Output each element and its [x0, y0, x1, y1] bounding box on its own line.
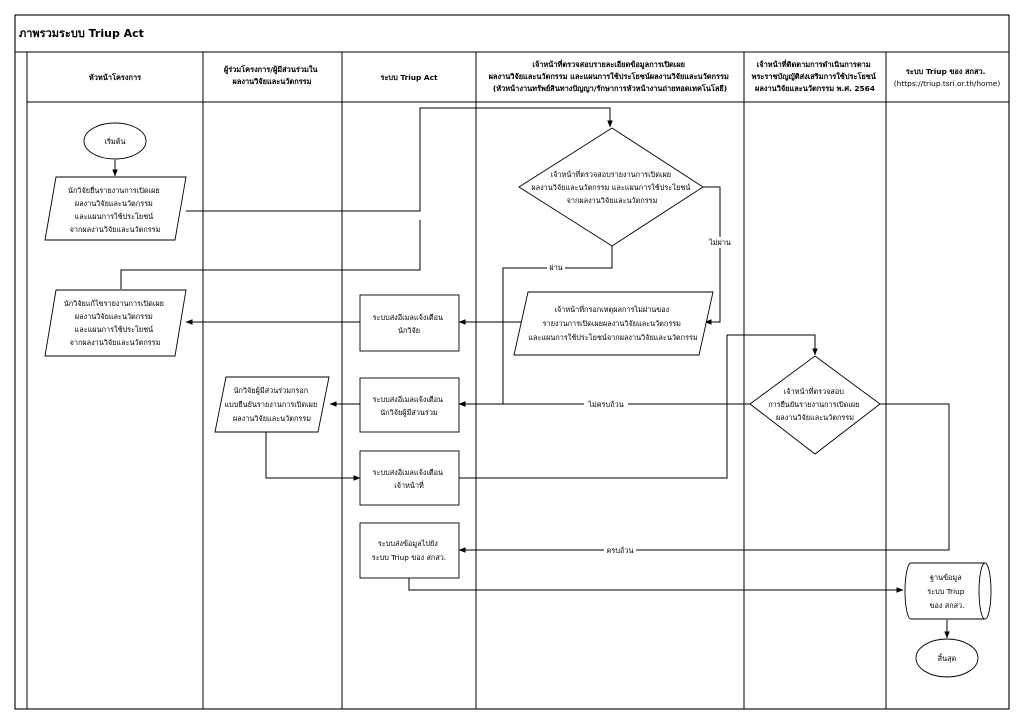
email-participant-node: ระบบส่งอีเมลแจ้งเตือน นักวิจัยผู้มีส่วนร…	[359, 377, 460, 433]
label-bg-not-pass	[706, 237, 734, 248]
diagram-title: ภาพรวมระบบ Triup Act	[19, 27, 144, 40]
svg-text:ระบบส่งข้อมูลไปยัง ระบบ: ระบบส่งข้อมูลไปยัง ระบบ Triup ของ สกสว.	[372, 539, 446, 562]
lane-header-project-leader: หัวหน้าโครงการ	[89, 72, 141, 82]
label-bg-complete	[604, 545, 636, 556]
lane-header-disclosure-officer: เจ้าหน้าที่ตรวจสอบรายละเอียดข้อมูลการเปิ…	[489, 58, 732, 93]
lane-header-tsri-triup-system: ระบบ Triup ของ สกสว. (https://triup.tsri…	[894, 67, 1001, 88]
edge-email-to-check-confirm	[459, 334, 818, 479]
svg-text:ระบบส่งอีเมลแจ้งเตือน เจ: ระบบส่งอีเมลแจ้งเตือน เจ้าหน้าที่	[373, 468, 446, 490]
edge-confirm-complete	[458, 403, 950, 553]
label-pass: ผ่าน	[549, 263, 562, 272]
edge-send-to-db	[408, 578, 904, 593]
svg-text:นักวิจัยผู้มีส่วนร่วมกรอก: นักวิจัยผู้มีส่วนร่วมกรอก แบบยืนยันรายงา…	[224, 386, 319, 423]
end-node: สิ้นสุด	[915, 638, 979, 678]
label-complete: ครบถ้วน	[607, 546, 634, 555]
start-node: เริ่มต้น	[83, 122, 147, 160]
label-bg-incomplete	[584, 399, 628, 410]
lane-header-co-researcher: ผู้ร่วมโครงการ/ผู้มีส่วนร่วมใน ผลงานวิจั…	[224, 64, 320, 86]
svg-text:ฐานข้อมูล ระบบ Triup: ฐานข้อมูล ระบบ Triup ของ สกสว.	[927, 573, 966, 610]
diagram-frame	[14, 14, 1010, 710]
triup-database-node: ฐานข้อมูล ระบบ Triup ของ สกสว.	[904, 562, 992, 620]
participant-confirm-node: นักวิจัยผู้มีส่วนร่วมกรอก แบบยืนยันรายงา…	[214, 376, 330, 433]
submit-report-node: นักวิจัยยื่นรายงานการเปิดเผย ผลงานวิจัยแ…	[44, 176, 187, 241]
svg-text:เจ้าหน้าที่กรอกเหตุผลการไม่ผ่า: เจ้าหน้าที่กรอกเหตุผลการไม่ผ่านของ รายงา…	[528, 304, 698, 342]
edge-participant-to-email-officer	[265, 432, 361, 481]
check-confirm-decision: เจ้าหน้าที่ตรวจสอบ การยืนยันรายงานการเปิ…	[749, 355, 881, 455]
svg-text:เริ่มต้น: เริ่มต้น	[105, 136, 126, 146]
fill-reason-node: เจ้าหน้าที่กรอกเหตุผลการไม่ผ่านของ รายงา…	[513, 291, 714, 356]
svg-text:เจ้าหน้าที่ตรวจสอบรายงานการเปิ: เจ้าหน้าที่ตรวจสอบรายงานการเปิดเผย ผลงาน…	[531, 169, 692, 205]
send-to-triup-node: ระบบส่งข้อมูลไปยัง ระบบ Triup ของ สกสว.	[359, 522, 460, 579]
fix-report-node: นักวิจัยแก้ไขรายงานการเปิดเผย ผลงานวิจัย…	[44, 289, 187, 357]
lane-header-triup-act-system: ระบบ Triup Act	[380, 73, 438, 82]
edge-check-not-pass	[700, 186, 721, 325]
svg-text:นักวิจัยแก้ไขรายงานการเปิดเผย: นักวิจัยแก้ไขรายงานการเปิดเผย ผลงานวิจัย…	[64, 299, 166, 347]
svg-text:เจ้าหน้าที่ตรวจสอบ การยื: เจ้าหน้าที่ตรวจสอบ การยืนยันรายงานการเปิ…	[768, 386, 862, 422]
lane-header-act-officer: เจ้าหน้าที่ติดตามการดำเนินการตาม พระราชบ…	[752, 58, 879, 93]
svg-text:ระบบส่งอีเมลแจ้งเตือน นั: ระบบส่งอีเมลแจ้งเตือน นักวิจัย	[373, 313, 446, 335]
label-incomplete: ไม่ครบถ้วน	[587, 400, 623, 409]
check-report-decision: เจ้าหน้าที่ตรวจสอบรายงานการเปิดเผย ผลงาน…	[518, 127, 704, 247]
svg-text:สิ้นสุด: สิ้นสุด	[937, 653, 956, 663]
edge-fix-to-resubmit	[120, 220, 421, 289]
svg-text:นักวิจัยยื่นรายงานการเปิดเผย: นักวิจัยยื่นรายงานการเปิดเผย ผลงานวิจัยแ…	[68, 185, 162, 234]
edge-submit-to-check	[186, 107, 613, 212]
email-officer-node: ระบบส่งอีเมลแจ้งเตือน เจ้าหน้าที่	[359, 450, 460, 506]
svg-text:ระบบส่งอีเมลแจ้งเตือน นั: ระบบส่งอีเมลแจ้งเตือน นักวิจัยผู้มีส่วนร…	[373, 395, 446, 417]
label-not-pass: ไม่ผ่าน	[708, 238, 731, 247]
label-bg-pass	[547, 262, 565, 273]
email-researcher-node: ระบบส่งอีเมลแจ้งเตือน นักวิจัย	[359, 294, 460, 352]
